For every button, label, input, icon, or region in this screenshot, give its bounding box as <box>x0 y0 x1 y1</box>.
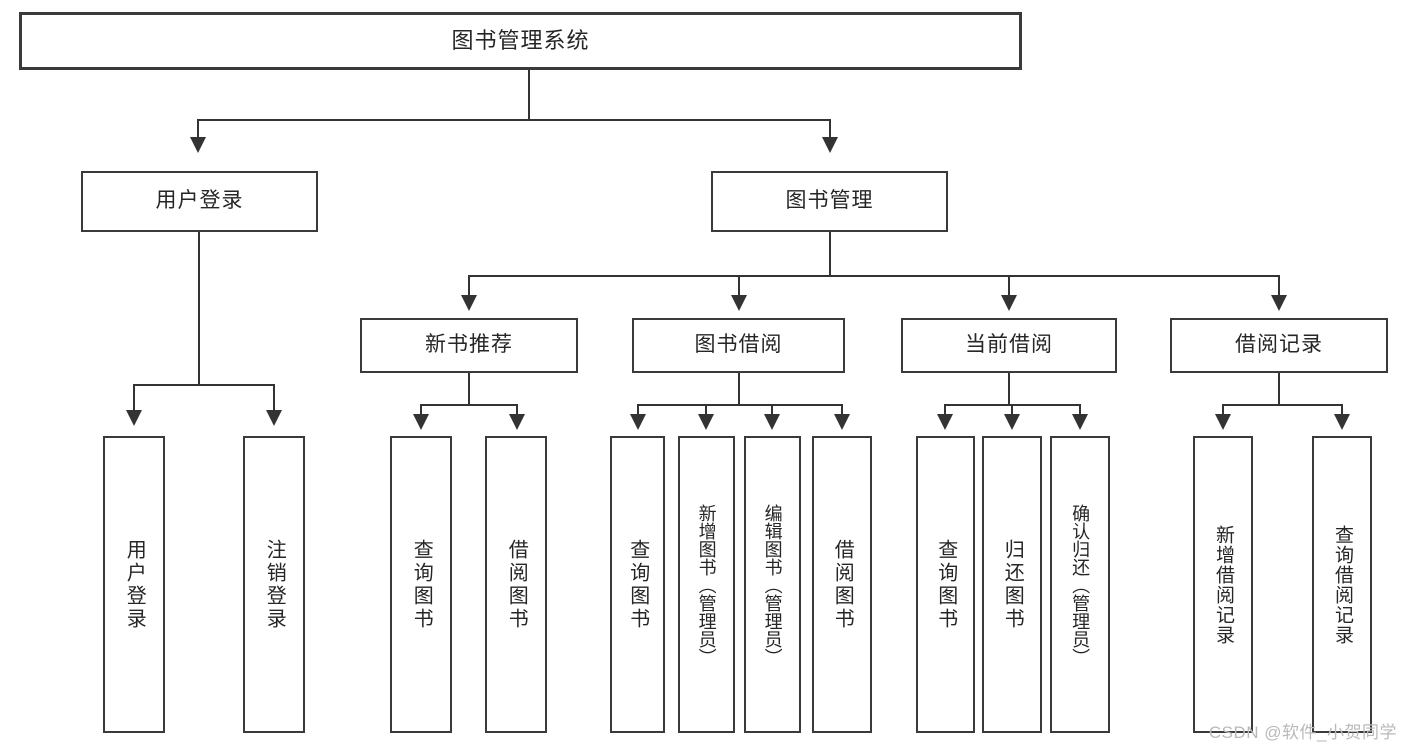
connector-borrow-to-leaf2 <box>705 404 707 416</box>
connector-newbooks-to-leaf2 <box>516 404 518 416</box>
connector-bookmgmt-to-current <box>1008 275 1010 297</box>
connector-records-bus <box>1222 404 1342 406</box>
connector-bookmgmt-bus <box>468 275 1279 277</box>
node-label: 借阅图书 <box>831 538 854 631</box>
connector-current-to-leaf2 <box>1011 404 1013 416</box>
node-user-login: 用户登录 <box>81 171 318 232</box>
node-current-borrow: 当前借阅 <box>901 318 1117 373</box>
leaf-query-books-borrow: 查询图书 <box>610 436 665 733</box>
connector-root-to-bookmgmt <box>829 119 831 139</box>
leaf-query-books-current: 查询图书 <box>916 436 975 733</box>
leaf-borrow-books-newbooks: 借阅图书 <box>485 436 547 733</box>
leaf-confirm-return-admin: 确认归还（管理员） <box>1050 436 1110 733</box>
node-label: 归还图书 <box>1001 538 1024 631</box>
connector-bookmgmt-to-borrow <box>738 275 740 297</box>
arrow-current-to-leaf1 <box>937 414 953 430</box>
arrow-borrow-to-leaf3 <box>764 414 780 430</box>
connector-login-to-leaf1 <box>133 384 135 412</box>
leaf-add-book-admin: 新增图书（管理员） <box>678 436 735 733</box>
connector-root-stem <box>528 70 530 120</box>
node-label: 查询图书 <box>410 538 433 631</box>
connector-newbooks-stem <box>468 373 470 405</box>
connector-newbooks-bus <box>420 404 516 406</box>
node-label: 图书借阅 <box>694 333 783 357</box>
arrow-bookmgmt-to-borrow <box>731 295 747 311</box>
node-book-management: 图书管理 <box>711 171 948 232</box>
connector-records-to-leaf2 <box>1341 404 1343 416</box>
connector-root-bus <box>197 119 831 121</box>
arrow-borrow-to-leaf2 <box>698 414 714 430</box>
arrow-records-to-leaf1 <box>1215 414 1231 430</box>
node-label: 查询图书 <box>934 538 957 631</box>
arrow-records-to-leaf2 <box>1334 414 1350 430</box>
node-label: 查询图书 <box>626 538 649 631</box>
arrow-borrow-to-leaf4 <box>834 414 850 430</box>
connector-bookmgmt-to-newbooks <box>468 275 470 297</box>
node-label: 注销登录 <box>263 538 286 631</box>
node-label: 当前借阅 <box>965 333 1053 357</box>
node-book-borrow: 图书借阅 <box>632 318 845 373</box>
node-label: 新增图书（管理员） <box>696 503 717 666</box>
node-label: 编辑图书（管理员） <box>762 503 783 666</box>
node-borrow-records: 借阅记录 <box>1170 318 1388 373</box>
connector-current-to-leaf3 <box>1079 404 1081 416</box>
leaf-return-books: 归还图书 <box>982 436 1042 733</box>
arrow-login-to-leaf2 <box>266 410 282 426</box>
connector-login-stem <box>198 232 200 385</box>
connector-bookmgmt-stem <box>829 232 831 276</box>
leaf-borrow-books-borrow: 借阅图书 <box>812 436 872 733</box>
node-label: 确认归还（管理员） <box>1070 503 1091 666</box>
arrow-borrow-to-leaf1 <box>630 414 646 430</box>
node-label: 新书推荐 <box>425 333 513 357</box>
connector-login-bus <box>133 384 273 386</box>
arrow-root-to-login <box>190 137 206 153</box>
arrow-newbooks-to-leaf2 <box>509 414 525 430</box>
leaf-edit-book-admin: 编辑图书（管理员） <box>744 436 801 733</box>
arrow-login-to-leaf1 <box>126 410 142 426</box>
arrow-bookmgmt-to-newbooks <box>461 295 477 311</box>
node-label: 图书管理 <box>785 189 874 213</box>
node-label: 借阅图书 <box>505 538 528 631</box>
node-label: 图书管理系统 <box>451 28 590 54</box>
arrow-newbooks-to-leaf1 <box>413 414 429 430</box>
leaf-logout: 注销登录 <box>243 436 305 733</box>
node-label: 借阅记录 <box>1235 333 1323 357</box>
arrow-current-to-leaf3 <box>1072 414 1088 430</box>
connector-current-stem <box>1008 373 1010 405</box>
connector-login-to-leaf2 <box>273 384 275 412</box>
node-label: 用户登录 <box>123 538 146 631</box>
node-label: 用户登录 <box>155 189 244 213</box>
node-label: 查询借阅记录 <box>1332 524 1354 645</box>
leaf-query-borrow-record: 查询借阅记录 <box>1312 436 1372 733</box>
connector-borrow-stem <box>738 373 740 405</box>
connector-current-to-leaf1 <box>944 404 946 416</box>
connector-newbooks-to-leaf1 <box>420 404 422 416</box>
connector-records-stem <box>1278 373 1280 405</box>
connector-borrow-to-leaf3 <box>771 404 773 416</box>
arrow-root-to-bookmgmt <box>822 137 838 153</box>
node-label: 新增借阅记录 <box>1213 524 1235 645</box>
connector-borrow-to-leaf1 <box>637 404 639 416</box>
connector-root-to-login <box>197 119 199 139</box>
leaf-add-borrow-record: 新增借阅记录 <box>1193 436 1253 733</box>
arrow-current-to-leaf2 <box>1004 414 1020 430</box>
leaf-user-login: 用户登录 <box>103 436 165 733</box>
arrow-bookmgmt-to-records <box>1271 295 1287 311</box>
connector-records-to-leaf1 <box>1222 404 1224 416</box>
node-new-book-recommend: 新书推荐 <box>360 318 578 373</box>
connector-bookmgmt-to-records <box>1278 275 1280 297</box>
arrow-bookmgmt-to-current <box>1001 295 1017 311</box>
leaf-query-books-newbooks: 查询图书 <box>390 436 452 733</box>
connector-borrow-bus <box>637 404 842 406</box>
connector-borrow-to-leaf4 <box>841 404 843 416</box>
node-root-system: 图书管理系统 <box>19 12 1022 70</box>
